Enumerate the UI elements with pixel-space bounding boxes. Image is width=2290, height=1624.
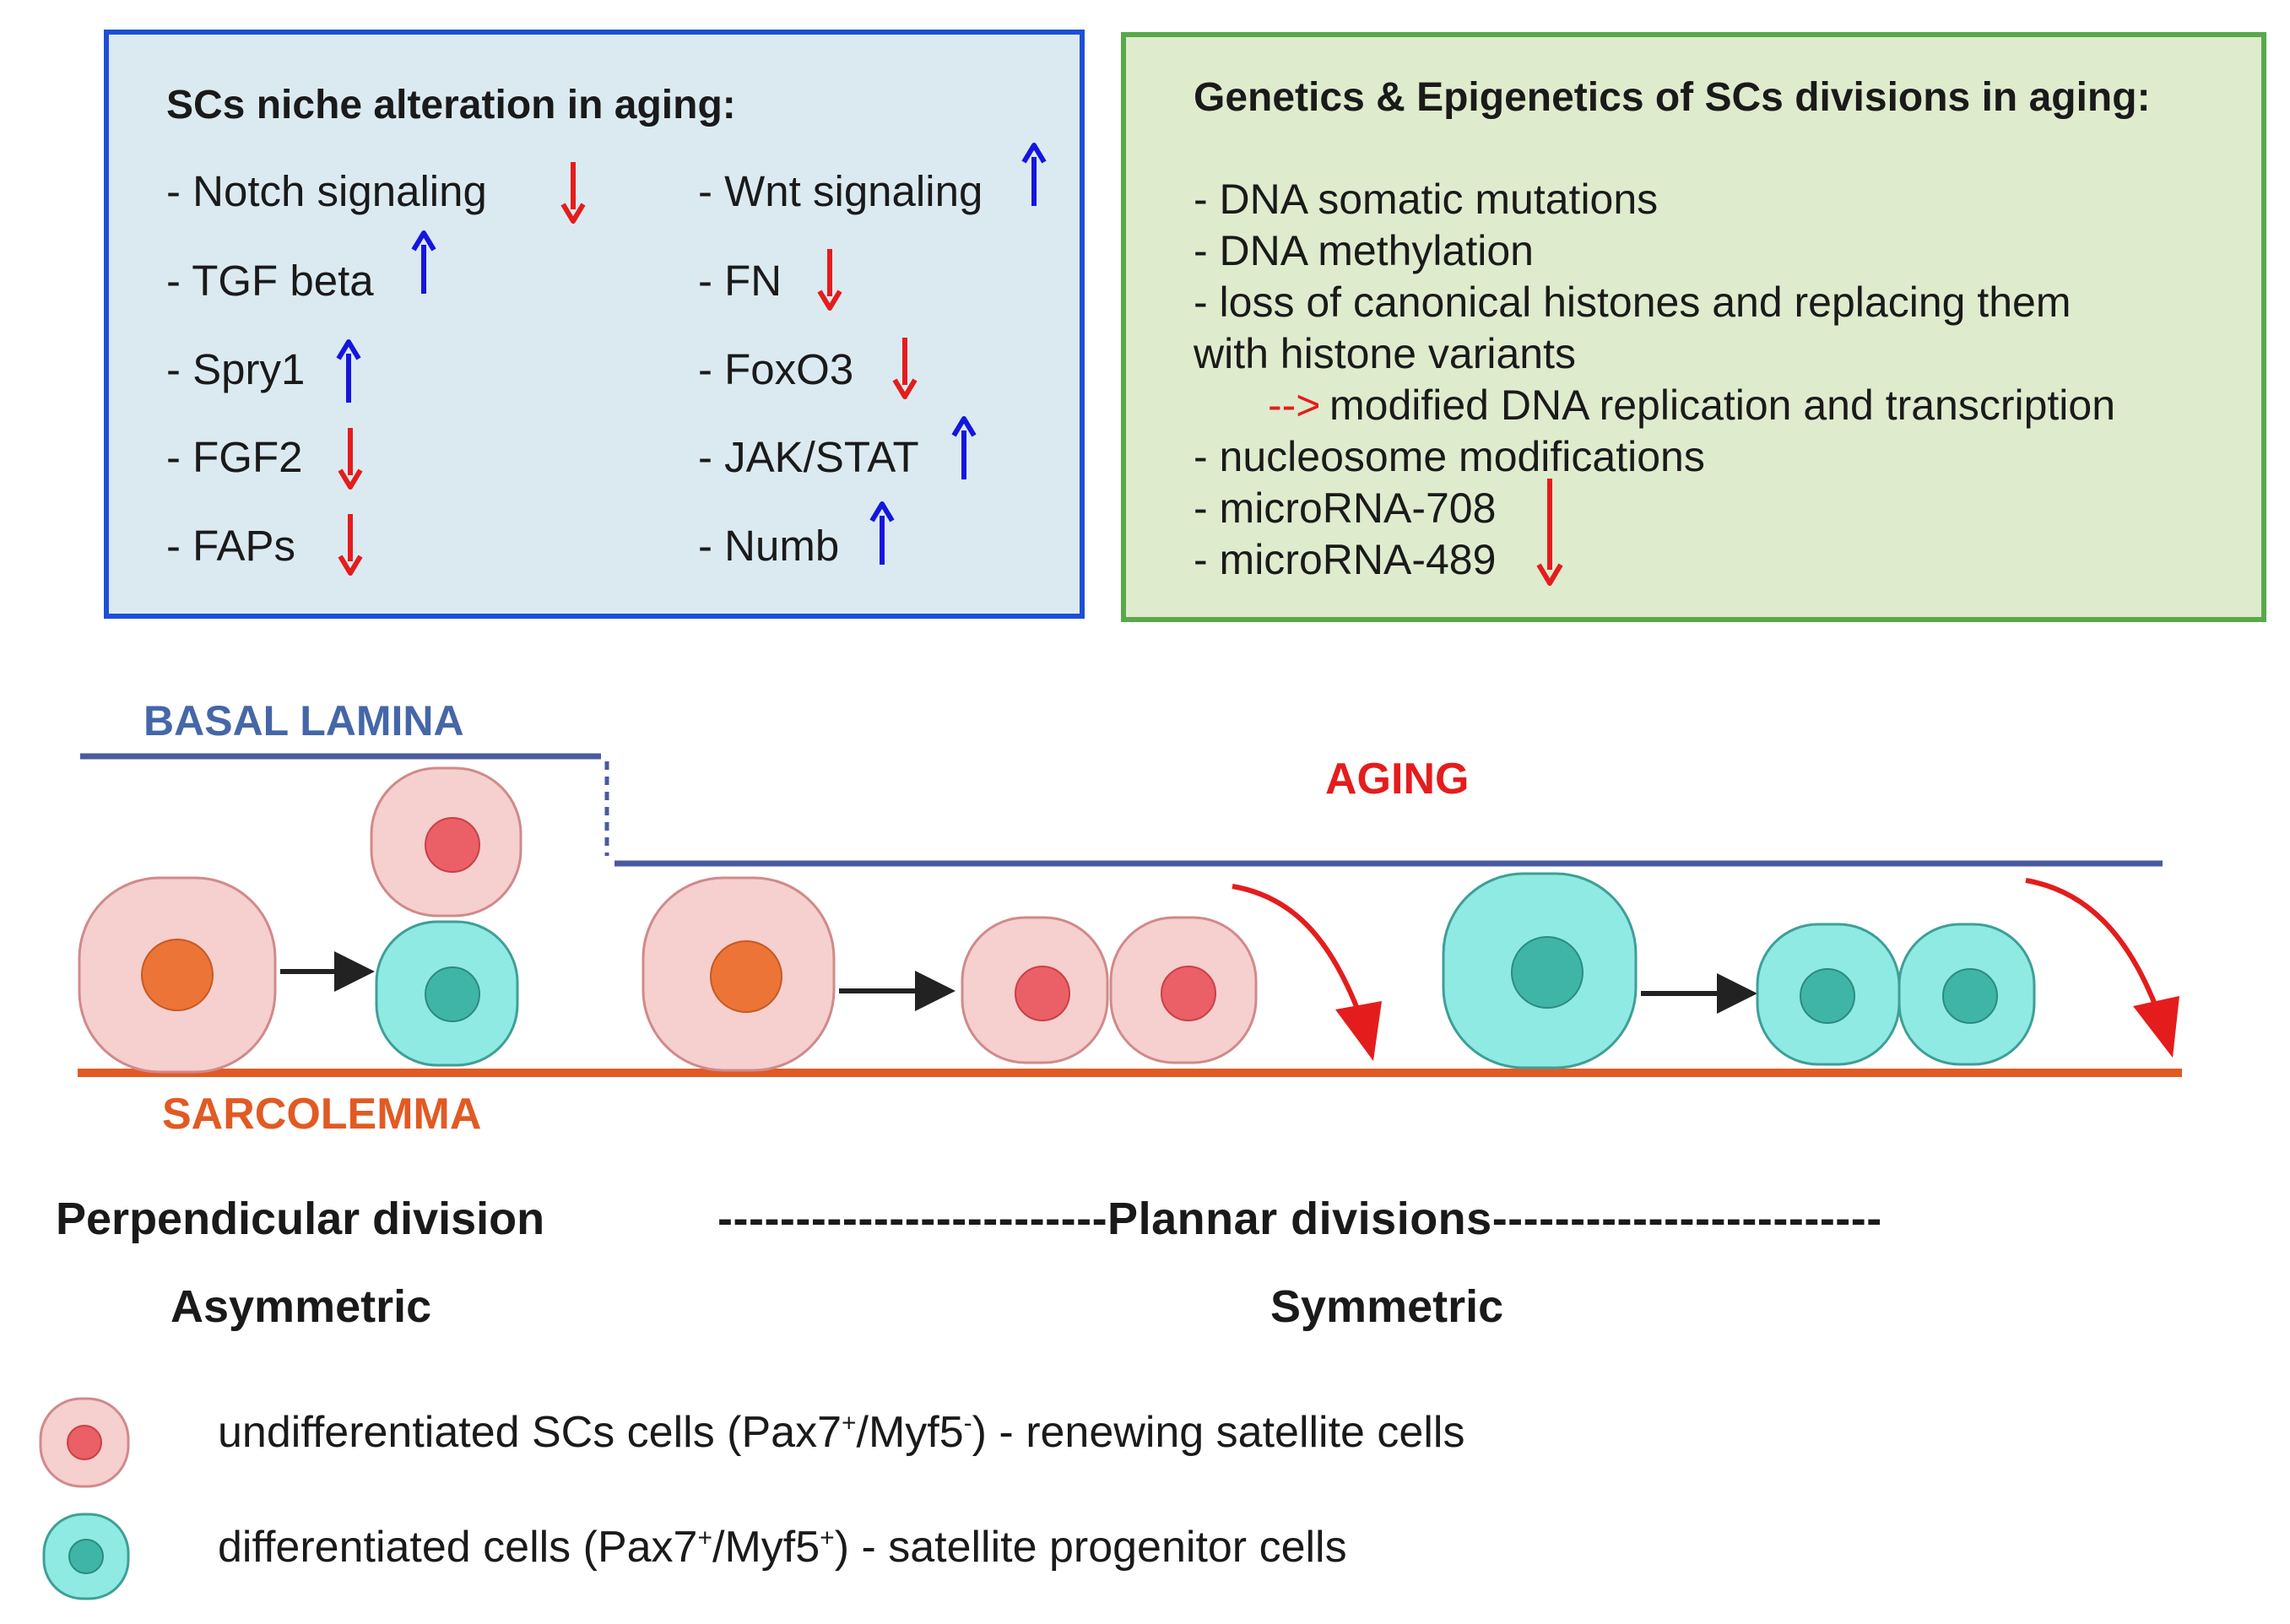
niche-item-numb: - Numb	[698, 522, 840, 570]
perpendicular-division-label: Perpendicular division	[56, 1194, 545, 1244]
up-arrow-icon	[336, 339, 361, 403]
down-arrow-icon	[338, 428, 363, 490]
stem-cell-perpendicular	[78, 876, 277, 1074]
basal-lamina-line	[80, 753, 2163, 867]
division-diagram	[78, 753, 2182, 1077]
genetics-line-nucleosome: - nucleosome modifications	[1194, 433, 1705, 480]
planar-divisions-label: -------------------------Plannar divisio…	[717, 1194, 1882, 1244]
down-arrow-icon	[560, 162, 586, 224]
up-arrow-icon	[951, 416, 977, 479]
niche-item-jakstat: - JAK/STAT	[698, 433, 919, 481]
niche-item-fgf2: - FGF2	[166, 433, 303, 481]
niche-alteration-panel	[104, 30, 1085, 619]
down-arrow-icon	[817, 249, 842, 311]
up-arrow-icon	[411, 230, 436, 294]
genetics-line-mir708: - microRNA-708	[1194, 484, 1497, 532]
legend-undifferentiated-label: undifferentiated SCs cells (Pax7+/Myf5-)…	[218, 1408, 1465, 1457]
niche-item-tgf: - TGF beta	[166, 257, 374, 305]
symmetric-label: Symmetric	[1270, 1281, 1504, 1332]
genetics-line-somatic: - DNA somatic mutations	[1194, 176, 1659, 223]
genetics-line-methylation: - DNA methylation	[1194, 227, 1534, 274]
niche-item-wnt: - Wnt signaling	[698, 167, 983, 215]
genetics-epigenetics-panel	[1121, 32, 2266, 622]
basal-lamina-label: BASAL LAMINA	[143, 697, 464, 744]
progenitor-cell-bottom	[375, 920, 519, 1067]
implication-arrow: -->	[1268, 382, 1321, 429]
genetics-line-histones: - loss of canonical histones and replaci…	[1194, 279, 2071, 326]
progenitor-daughter-cell	[1898, 923, 2036, 1066]
genetics-line-histone-variants: with histone variants	[1194, 330, 1577, 377]
niche-panel-title: SCs niche alteration in aging:	[166, 83, 736, 127]
legend-differentiated-label: differentiated cells (Pax7+/Myf5+) - sat…	[218, 1523, 1347, 1572]
niche-item-spry1: - Spry1	[166, 345, 306, 393]
legend-differentiated-cell-icon	[42, 1513, 130, 1600]
genetics-line-mir489: - microRNA-489	[1194, 536, 1497, 583]
aging-curve-arrow-icon	[1232, 884, 1382, 1061]
up-arrow-icon	[1021, 143, 1047, 206]
niche-item-fn: - FN	[698, 257, 782, 305]
asymmetric-label: Asymmetric	[171, 1281, 432, 1332]
progenitor-daughter-cell	[1756, 923, 1901, 1066]
progenitor-stem-cell-planar	[1442, 872, 1638, 1069]
renewing-daughter-cell	[1109, 916, 1258, 1064]
stem-cell-planar	[642, 876, 836, 1072]
renewing-cell-top	[370, 766, 522, 918]
aging-curve-arrow-icon	[2025, 878, 2179, 1058]
down-arrow-icon	[1536, 479, 1563, 586]
niche-item-notch: - Notch signaling	[166, 167, 487, 215]
sarcolemma-label: SARCOLEMMA	[162, 1090, 482, 1139]
legend-undifferentiated-cell-icon	[39, 1397, 130, 1488]
niche-item-foxo3: - FoxO3	[698, 345, 854, 393]
down-arrow-icon	[338, 514, 363, 576]
genetics-line-replication: modified DNA replication and transcripti…	[1329, 382, 2116, 429]
renewing-daughter-cell	[961, 916, 1109, 1064]
down-arrow-icon	[892, 338, 918, 399]
genetics-panel-title: Genetics & Epigenetics of SCs divisions …	[1194, 75, 2151, 120]
up-arrow-icon	[869, 501, 895, 565]
aging-label: AGING	[1325, 755, 1470, 804]
niche-item-faps: - FAPs	[166, 522, 296, 570]
